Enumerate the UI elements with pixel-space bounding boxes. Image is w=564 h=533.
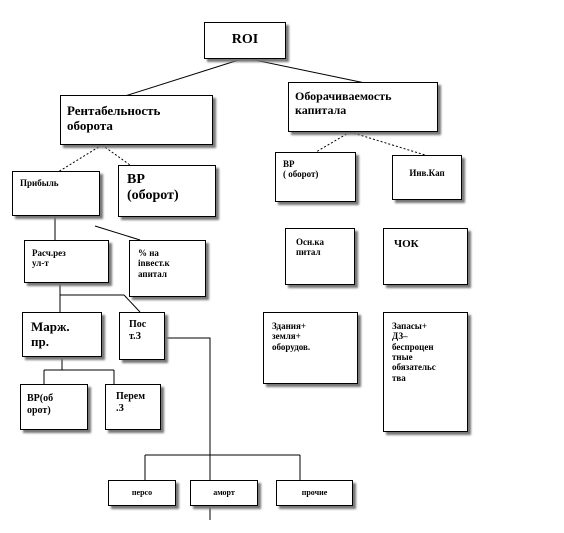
node-post-z: Пос т.З bbox=[119, 312, 165, 360]
node-rentabelnost: Рентабельность оборота bbox=[60, 95, 213, 145]
connector-rentabelnost-vr bbox=[101, 144, 131, 166]
node-vr-oborot: ВР (оборот) bbox=[118, 165, 216, 217]
node-perem-z: Перем .З bbox=[105, 384, 161, 430]
node-amort: аморт bbox=[190, 480, 258, 506]
connector-roi-rentabelnost bbox=[124, 57, 246, 97]
node-rasch-rez: Расч.рез ул-т bbox=[24, 240, 109, 283]
connector-rasch-post bbox=[123, 294, 141, 313]
node-pct-invest: % на inвест.к апитал bbox=[129, 240, 206, 297]
connector-oborachivaemost-vr bbox=[315, 131, 351, 153]
node-prochie: прочие bbox=[276, 480, 353, 506]
node-osn-kapital: Осн.ка питал bbox=[285, 228, 355, 285]
connector-roi-oborachivaemost bbox=[244, 57, 366, 84]
node-vr-oborot-right: ВР ( оборот) bbox=[275, 152, 356, 202]
node-vr-ob-orot: ВР(об орот) bbox=[20, 384, 88, 430]
node-inv-kap: Инв.Кап bbox=[392, 155, 462, 200]
node-marzh-pr: Марж. пр. bbox=[22, 312, 102, 357]
node-perso: персо bbox=[108, 480, 176, 506]
node-zapasy: Запасы+ ДЗ– беспроцен тные обязательс тв… bbox=[383, 312, 468, 432]
node-pribyl: Прибыль bbox=[12, 171, 100, 216]
node-oborachivaemost: Оборачиваемость капитала bbox=[288, 82, 438, 132]
connector-oborachivaemost-invkap bbox=[349, 131, 426, 156]
node-zdaniya: Здания+ земля+ оборудов. bbox=[263, 312, 358, 384]
node-roi: ROI bbox=[204, 22, 286, 59]
connector-rentabelnost-pribyl bbox=[57, 144, 103, 173]
node-chok: ЧОК bbox=[383, 228, 468, 285]
connector-post-down bbox=[165, 337, 211, 520]
connector-pribyl-pct bbox=[94, 225, 141, 241]
